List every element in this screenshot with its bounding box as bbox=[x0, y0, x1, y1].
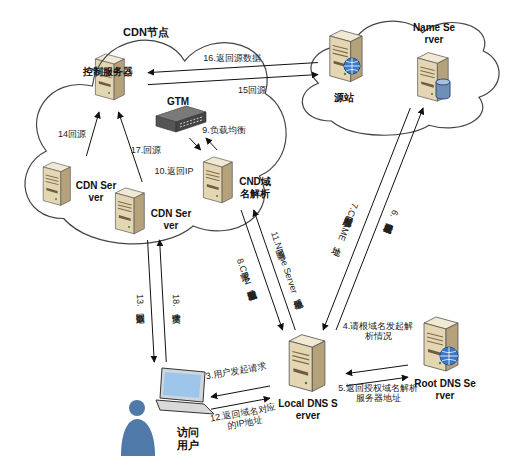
server-icon bbox=[203, 157, 232, 203]
dns-resolver-server: CND域名解析 bbox=[198, 150, 276, 210]
step-label: 7.返回域名对应的CNAME地址 bbox=[316, 150, 379, 294]
user-client: 访问用户 bbox=[115, 362, 211, 462]
step-label: 8.请求CDN域名解析服务器发起请求 bbox=[223, 223, 265, 321]
step-label: 16.返回源数据 bbox=[203, 53, 261, 63]
globe-symbol bbox=[440, 347, 458, 365]
node-label: Name Server bbox=[412, 22, 456, 45]
server-icon bbox=[424, 317, 458, 371]
step-label: 5.返回授权域名解析服务器地址 bbox=[338, 383, 418, 404]
switch-symbol bbox=[176, 112, 206, 132]
connector-group bbox=[86, 63, 423, 410]
step-label: 3.用户发起请求 bbox=[205, 361, 267, 382]
laptop-symbol bbox=[156, 400, 214, 414]
node-label: CDN Server bbox=[148, 208, 194, 231]
flow-arrow bbox=[211, 386, 270, 397]
cdn-server: CDN Server bbox=[38, 156, 118, 214]
node-label: CDN Server bbox=[74, 180, 118, 203]
switch-symbol bbox=[180, 117, 202, 127]
switch-symbol bbox=[156, 106, 206, 132]
step-label: 14回源 bbox=[58, 129, 86, 139]
gtm-switch: GTM bbox=[150, 96, 206, 138]
user-figure bbox=[121, 400, 155, 456]
flow-arrow bbox=[189, 138, 200, 150]
cdn-node-cloud: CDN节点控制服务器GTMCDN ServerCDN ServerCND域名解析 bbox=[6, 6, 294, 256]
globe-symbol bbox=[344, 58, 360, 74]
node-label: CND域名解析 bbox=[236, 176, 274, 199]
step-label: 12.返回域名对应的IP地址 bbox=[208, 402, 281, 435]
node-label: GTM bbox=[150, 96, 206, 108]
step-label: 13.返回数据 bbox=[133, 265, 147, 335]
cdn-server: CDN Server bbox=[110, 182, 194, 240]
node-label: 访问用户 bbox=[175, 426, 201, 451]
flow-arrow bbox=[148, 75, 318, 85]
node-label: CDN节点 bbox=[106, 26, 186, 39]
cloud-outline bbox=[25, 40, 286, 244]
node-label: Root DNS Server bbox=[414, 378, 476, 401]
flow-arrow bbox=[148, 240, 155, 362]
globe-symbol bbox=[344, 58, 360, 74]
user-figure bbox=[129, 400, 145, 416]
flow-arrow bbox=[148, 63, 318, 73]
flow-arrow bbox=[86, 112, 99, 156]
flow-arrow bbox=[160, 240, 167, 362]
step-label: 9.负载均衡 bbox=[202, 125, 246, 135]
user-figure bbox=[121, 419, 155, 456]
step-label: 17.回源 bbox=[131, 145, 162, 155]
step-label: 15回源 bbox=[238, 85, 266, 95]
database-symbol bbox=[436, 79, 450, 85]
step-label: 18.请求文件 bbox=[169, 265, 183, 335]
control-server: 控制服务器 bbox=[68, 50, 148, 112]
server-icon bbox=[43, 162, 70, 205]
local-dns-server: Local DNS Server bbox=[270, 330, 346, 440]
globe-symbol bbox=[344, 58, 360, 74]
origin-server: 源站 bbox=[318, 24, 370, 110]
name-server: Name Server bbox=[404, 20, 464, 108]
laptop-symbol bbox=[160, 368, 205, 402]
server-icon bbox=[115, 188, 144, 234]
flow-arrow bbox=[206, 138, 217, 150]
step-label: 6.请授权域名服务器发起请求 bbox=[362, 142, 425, 286]
server-icon bbox=[289, 335, 325, 392]
flow-arrow bbox=[346, 365, 408, 374]
step-label: 4.请根域名发起解析情况 bbox=[339, 321, 417, 342]
laptop-symbol bbox=[163, 372, 201, 398]
step-label: 11.返回Name Server服务器地址 bbox=[263, 213, 305, 311]
globe-symbol bbox=[440, 347, 458, 365]
step-label: 10.返回IP bbox=[154, 166, 193, 176]
server-icon bbox=[330, 30, 362, 81]
switch-symbol bbox=[156, 116, 176, 132]
database-symbol bbox=[436, 79, 450, 99]
node-label: 源站 bbox=[318, 92, 370, 104]
node-label: 控制服务器 bbox=[68, 66, 148, 78]
root-dns-server: Root DNS Server bbox=[408, 310, 482, 422]
node-label: Local DNS Server bbox=[277, 398, 339, 421]
cloud-outline bbox=[302, 21, 499, 135]
cloud-outline bbox=[6, 6, 294, 256]
globe-symbol bbox=[440, 347, 458, 365]
